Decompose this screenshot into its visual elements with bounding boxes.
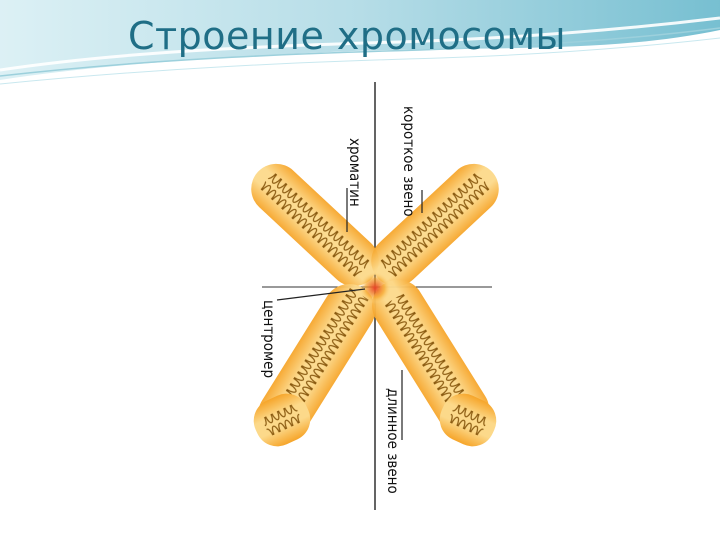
chromatid-arm-upper-left — [251, 163, 379, 287]
label-chromatin: хроматин — [346, 138, 364, 207]
slide-title: Строение хромосомы — [128, 14, 567, 58]
label-short-arm: короткое звено — [400, 106, 418, 217]
chromatid-tip-lower-right — [439, 393, 497, 447]
leader-line-centromere — [276, 288, 366, 301]
header-wave-decoration — [0, 0, 720, 85]
label-centromere: центромер — [260, 300, 278, 378]
label-long-arm: длинное звено — [384, 388, 402, 494]
centromere-point — [359, 272, 391, 304]
chromatid-arm-upper-right — [371, 163, 499, 287]
chromatid-tip-lower-left — [253, 393, 311, 447]
